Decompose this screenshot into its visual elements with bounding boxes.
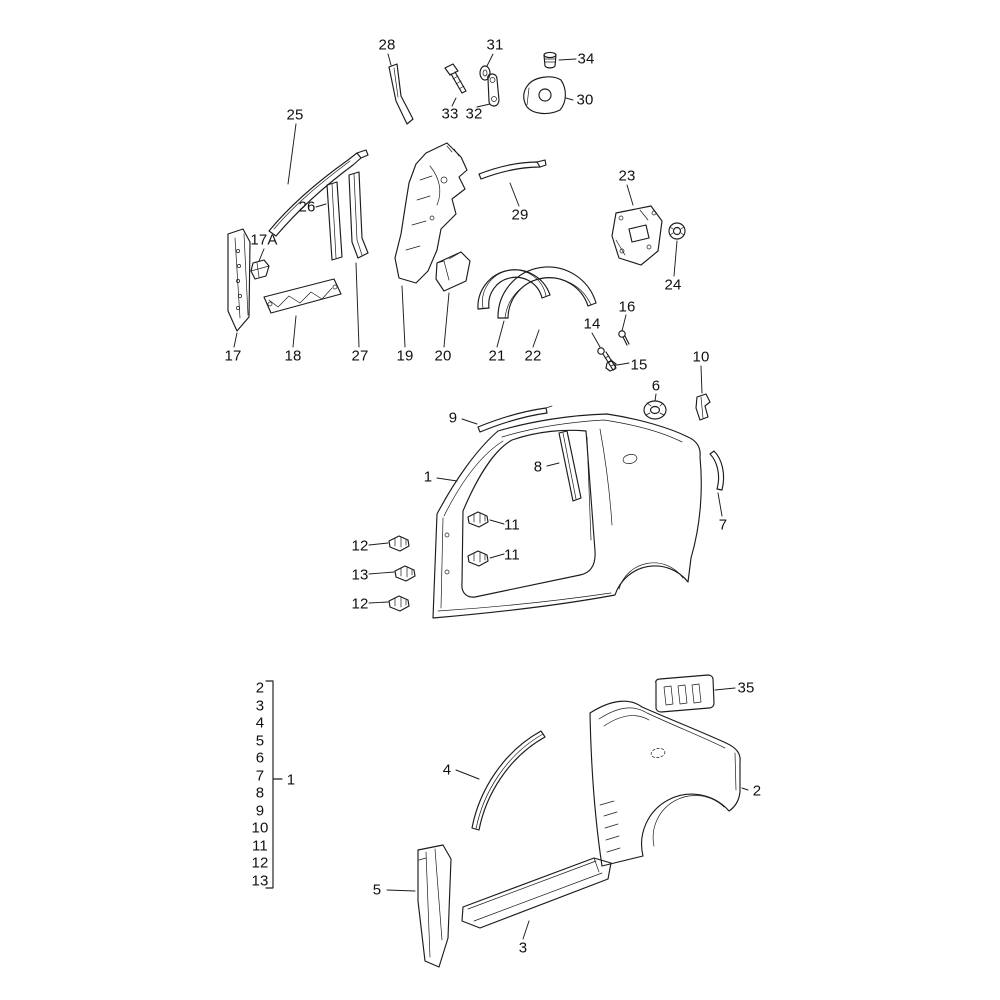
index-item-8: 8 [255, 784, 265, 802]
index-item-12: 12 [251, 854, 269, 872]
callout-11-upper: 11 [504, 516, 520, 534]
index-item-6: 6 [255, 749, 265, 767]
index-item-5: 5 [255, 732, 265, 750]
callout-27: 27 [351, 347, 369, 365]
part-28-bracket [388, 63, 414, 125]
part-2-quarter-panel [589, 700, 741, 867]
part-22-wheel-arch-outer [497, 266, 597, 319]
callout-2: 2 [752, 782, 762, 800]
part-11-clip-upper [467, 511, 489, 528]
part-15-nut [605, 360, 617, 372]
part-5-pillar [417, 844, 452, 968]
callout-3: 3 [518, 939, 528, 957]
callout-17: 17 [224, 347, 242, 365]
part-30-fuel-flap [523, 76, 566, 115]
part-9-roof-strip [477, 405, 553, 433]
callout-22: 22 [524, 347, 542, 365]
part-6-grommet [643, 400, 667, 420]
index-item-7: 7 [255, 767, 265, 785]
callout-20: 20 [434, 347, 452, 365]
part-12-clip-upper [388, 535, 410, 552]
callout-25: 25 [286, 106, 304, 124]
callout-32: 32 [465, 105, 483, 123]
part-29-strip [478, 159, 547, 180]
part-18-sill-reinforcement [263, 278, 342, 314]
callout-28: 28 [378, 36, 396, 54]
part-25-pillar-strip [268, 149, 369, 237]
callout-14: 14 [583, 315, 601, 333]
part-21-wheel-housing-inner [477, 269, 551, 310]
index-item-13: 13 [251, 872, 269, 890]
part-17a-clip [250, 259, 270, 280]
callout-12-lower: 12 [351, 595, 369, 613]
callout-33: 33 [441, 105, 459, 123]
part-12-clip-lower [388, 595, 410, 612]
callout-5: 5 [372, 881, 382, 899]
part-31-washer [479, 65, 491, 81]
part-23-lock-bracket [611, 205, 663, 266]
callout-21: 21 [488, 347, 506, 365]
part-32-plate [487, 73, 500, 107]
part-24-grommet [668, 222, 686, 240]
part-27-strip [348, 171, 369, 259]
callout-19: 19 [396, 347, 414, 365]
part-33-bolt [444, 63, 467, 94]
callout-12-upper: 12 [351, 537, 369, 555]
part-1-side-panel [432, 413, 702, 619]
part-14-screw [597, 347, 617, 371]
callout-1: 1 [423, 468, 433, 486]
part-19-inner-panel [394, 142, 468, 284]
index-item-4: 4 [255, 714, 265, 732]
callout-10: 10 [692, 348, 710, 366]
callout-26: 26 [298, 198, 316, 216]
callout-17a: 17A [250, 231, 278, 249]
index-item-2: 2 [255, 679, 265, 697]
callout-29: 29 [511, 206, 529, 224]
callout-4: 4 [442, 761, 452, 779]
callout-18: 18 [284, 347, 302, 365]
callout-34: 34 [577, 50, 595, 68]
index-item-3: 3 [255, 697, 265, 715]
callout-6: 6 [651, 377, 661, 395]
callout-8: 8 [533, 458, 543, 476]
callout-11-lower: 11 [504, 546, 520, 564]
callout-30: 30 [576, 91, 594, 109]
callout-13: 13 [351, 566, 369, 584]
leader-lines [233, 53, 749, 940]
part-10-bracket [695, 393, 711, 421]
callout-31: 31 [486, 36, 504, 54]
part-8-pillar-strip [558, 430, 582, 502]
callout-9: 9 [448, 409, 458, 427]
part-3-sill-panel [461, 857, 612, 929]
part-11-clip-lower [467, 550, 489, 567]
parts-index-bracket [265, 680, 283, 889]
index-item-10: 10 [251, 819, 269, 837]
callout-16: 16 [618, 298, 636, 316]
index-item-11: 11 [252, 837, 268, 855]
part-16-screw [618, 330, 630, 346]
callout-15: 15 [630, 356, 648, 374]
part-35-vent-grille [655, 674, 715, 713]
part-34-nut [543, 51, 557, 69]
index-group-label: 1 [286, 771, 296, 789]
callout-35: 35 [737, 679, 755, 697]
part-20-bracket [435, 251, 471, 292]
callout-7: 7 [718, 516, 728, 534]
part-7-gutter-strip [709, 450, 725, 491]
callout-23: 23 [618, 167, 636, 185]
index-item-9: 9 [255, 802, 265, 820]
callout-24: 24 [664, 276, 682, 294]
part-13-clip [394, 565, 416, 582]
part-26-strip [326, 181, 343, 261]
part-4-window-seal [471, 730, 546, 831]
part-17-pillar [227, 228, 251, 332]
